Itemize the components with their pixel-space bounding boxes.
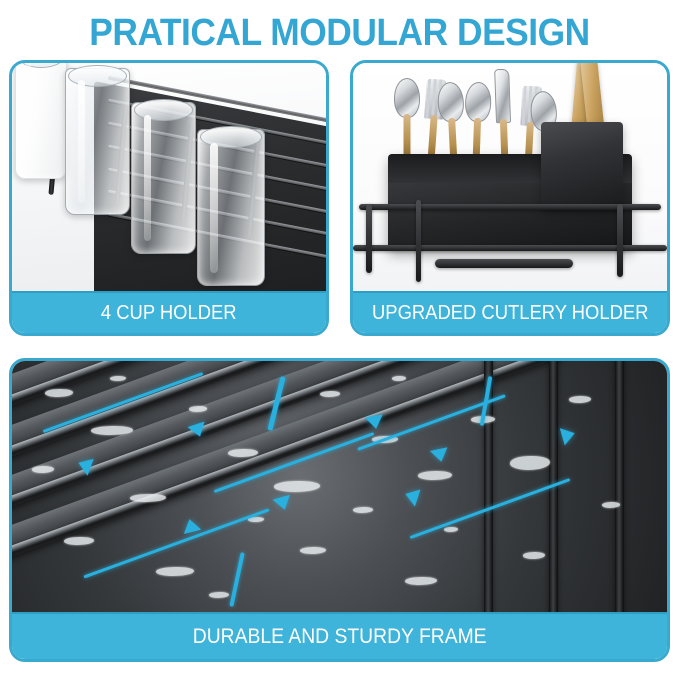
spoon-bowl-icon — [393, 77, 420, 118]
caption-bar-durable-frame: DURABLE AND STURDY FRAME — [12, 612, 667, 659]
utensil-knife — [494, 63, 514, 165]
feature-panel-durable-frame: DURABLE AND STURDY FRAME — [9, 358, 670, 662]
frame-rail — [415, 199, 421, 282]
feature-panel-cup-holder: 4 CUP HOLDER — [9, 60, 329, 336]
water-droplet — [188, 406, 207, 413]
frame-rail — [359, 204, 661, 211]
water-flow-arrow-down — [272, 494, 294, 512]
spoon-bowl-icon — [436, 81, 465, 123]
cutlery-holder-photo — [353, 63, 667, 291]
cup-3-tumbler — [131, 98, 197, 255]
frame-vertical-rod — [614, 361, 624, 612]
water-droplet — [522, 551, 545, 559]
water-flow-line — [228, 551, 245, 607]
cup-1-mug — [15, 63, 68, 179]
frame-vertical-rod — [483, 361, 493, 612]
water-droplet — [352, 506, 373, 513]
caption-bar-cutlery-holder: UPGRADED CUTLERY HOLDER — [353, 291, 667, 333]
cutlery-holder-image — [353, 63, 667, 291]
water-droplet — [300, 546, 327, 554]
frame-rail — [616, 204, 623, 278]
frame-rail — [365, 204, 372, 273]
knife-blade-icon — [494, 68, 512, 124]
water-flow-arrow-up — [180, 517, 202, 535]
utensil-spoon — [436, 72, 467, 165]
water-droplet — [208, 591, 229, 598]
utensil-spoon — [463, 69, 492, 164]
water-flow-arrow-down — [364, 414, 385, 431]
cup-4-tumbler — [197, 126, 266, 287]
cup-holder-image — [12, 63, 326, 291]
durable-frame-photo — [12, 361, 667, 612]
feature-panel-cutlery-holder: UPGRADED CUTLERY HOLDER — [350, 60, 670, 336]
water-droplet — [64, 536, 95, 545]
water-droplet — [418, 471, 453, 481]
water-droplet — [319, 391, 340, 398]
spoon-bowl-icon — [464, 81, 492, 123]
cup-2-tumbler — [65, 64, 131, 216]
caption-bar-cup-holder: 4 CUP HOLDER — [12, 291, 326, 333]
water-droplet — [509, 456, 550, 471]
frame-drip-tray — [434, 259, 573, 269]
water-droplet — [568, 396, 591, 404]
water-droplet — [129, 494, 166, 503]
water-flow-arrow-down — [430, 447, 451, 464]
water-droplet — [601, 501, 620, 508]
cup-holder-photo — [12, 63, 326, 291]
wood-handle — [403, 113, 411, 160]
utensil-spoon — [393, 68, 420, 160]
caddy-side-compartment — [541, 122, 624, 209]
water-droplet — [405, 576, 437, 585]
water-droplet — [274, 481, 320, 493]
water-droplet — [228, 448, 259, 457]
water-droplet — [156, 566, 195, 576]
water-droplet — [44, 388, 73, 397]
water-droplet — [247, 516, 264, 522]
durable-frame-image — [12, 361, 667, 612]
water-flow-arrow-left — [402, 484, 421, 507]
frame-rail — [353, 245, 667, 252]
caption-label-cutlery-holder: UPGRADED CUTLERY HOLDER — [371, 301, 649, 324]
page-title: PRATICAL MODULAR DESIGN — [89, 12, 590, 54]
water-droplet — [444, 526, 459, 532]
water-droplet — [31, 466, 54, 474]
caption-label-cup-holder: 4 CUP HOLDER — [101, 301, 237, 324]
water-flow-arrow-right — [559, 424, 578, 446]
water-droplet — [90, 426, 133, 436]
water-droplet — [391, 376, 406, 382]
caption-label-durable-frame: DURABLE AND STURDY FRAME — [192, 624, 487, 648]
water-droplet — [110, 376, 127, 382]
